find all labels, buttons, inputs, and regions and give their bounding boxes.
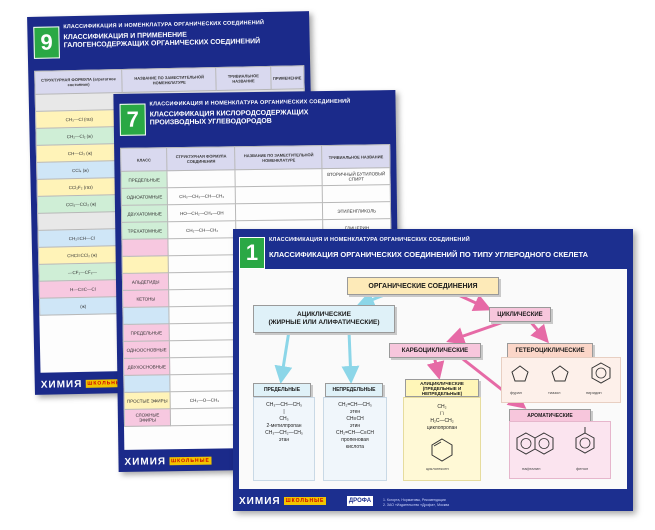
pyridine-ring-icon [591, 362, 611, 384]
heterocyclic-node: ГЕТЕРОЦИКЛИЧЕСКИЕ [507, 343, 593, 358]
root-node: ОРГАНИЧЕСКИЕ СОЕДИНЕНИЯ [347, 277, 499, 295]
poster-series: КЛАССИФИКАЦИЯ И НОМЕНКЛАТУРА ОРГАНИЧЕСКИ… [149, 98, 351, 108]
thiazole-ring-icon [551, 365, 569, 382]
unsaturated-formula: CH₂=CH—CH₃ этен CH≡CH этин CH₂=CH—C≡CH п… [335, 402, 375, 450]
poster-title: КЛАССИФИКАЦИЯ КИСЛОРОДСОДЕРЖАЩИХ ПРОИЗВО… [149, 109, 309, 127]
formula-cell: CH₂—CH—CH₂ [167, 220, 237, 239]
row-label: АЛЬДЕГИДЫ [122, 272, 169, 291]
column-header: ТРИВИАЛЬНОЕ НАЗВАНИЕ [216, 66, 271, 91]
table-cell: H—C≡C—Cl [39, 279, 127, 299]
trivial-cell: ВТОРИЧНЫЙ БУТИЛОВЫЙ СПИРТ [322, 167, 391, 186]
table-cell: CH₃—Cl (газ) [35, 109, 124, 129]
table-cell: —CF₂—CF₂— [38, 262, 127, 282]
furan-ring-icon [511, 365, 529, 382]
pyridine-caption: пиридин [586, 390, 602, 395]
cyclic-node: ЦИКЛИЧЕСКИЕ [489, 307, 551, 322]
poster-number: 1 [239, 237, 265, 269]
alicyclic-panel: CH₂ / \ H₂C—CH₂ циклопропан циклогексен [403, 397, 481, 481]
trivial-cell [322, 184, 391, 203]
formula-cell: CH₃—CH₂—CH—CH₃ [167, 186, 236, 205]
classification-diagram: ОРГАНИЧЕСКИЕ СОЕДИНЕНИЯ АЦИКЛИЧЕСКИЕ (ЖИ… [239, 269, 627, 489]
table-cell: CH₂—Cl₂ (ж) [35, 126, 124, 146]
table-cell: CH—Cl₃ (ж) [36, 143, 124, 163]
poster-series: КЛАССИФИКАЦИЯ И НОМЕНКЛАТУРА ОРГАНИЧЕСКИ… [269, 237, 470, 243]
column-header: СТРУКТУРНАЯ ФОРМУЛА (агрегатное состояни… [34, 69, 123, 95]
column-header: ПРИМЕНЕНИЕ [270, 65, 305, 90]
poster-title: КЛАССИФИКАЦИЯ ОРГАНИЧЕСКИХ СОЕДИНЕНИЙ ПО… [269, 250, 589, 259]
row-label: ПРЕДЕЛЬНЫЕ [120, 170, 168, 189]
saturated-node: ПРЕДЕЛЬНЫЕ [253, 383, 311, 397]
alicyclic-node: АЛИЦИКЛИЧЕСКИЕ (ПРЕДЕЛЬНЫЕ И НЕПРЕДЕЛЬНЫ… [405, 379, 479, 397]
poster-title: КЛАССИФИКАЦИЯ И ПРИМЕНЕНИЕ ГАЛОГЕНСОДЕРЖ… [63, 31, 261, 50]
column-header: ТРИВИАЛЬНОЕ НАЗВАНИЕ [322, 144, 390, 169]
row-label: ДВУХАТОМНЫЕ [121, 204, 168, 223]
aromatic-panel: нафталин фенол [509, 421, 611, 479]
row-label [122, 255, 169, 274]
carbocyclic-node: КАРБОЦИКЛИЧЕСКИЕ [389, 343, 481, 358]
row-label: ДВУХОСНОВНЫЕ [123, 357, 171, 376]
footnote: 1. Когорта, Нормативы, Рекомендации 2. З… [383, 498, 450, 507]
row-label [123, 374, 171, 393]
publisher-logo: ДРОФА [347, 496, 373, 506]
thiazole-caption: тиазол [548, 390, 561, 395]
row-label: ОДНОАТОМНЫЕ [121, 187, 168, 206]
column-header: СТРУКТУРНАЯ ФОРМУЛА СОЕДИНЕНИЯ [166, 146, 236, 171]
table-cell: CHCl=CCl₂ (ж) [38, 245, 126, 265]
row-label: ПРОСТЫЕ ЭФИРЫ [124, 391, 171, 410]
table-cell: (ж) [39, 296, 127, 316]
row-label [122, 306, 170, 325]
alicyclic-caption: циклогексен [426, 466, 449, 471]
trivial-cell: ЭТИЛЕНГЛИКОЛЬ [322, 201, 391, 220]
saturated-panel: CH₃—CH—CH₃ | CH₃ 2-метилпропан CH₃—CH₂—C… [253, 397, 315, 481]
cyclohexene-ring-icon [431, 438, 453, 462]
poster-series: КЛАССИФИКАЦИЯ И НОМЕНКЛАТУРА ОРГАНИЧЕСКИ… [63, 20, 265, 31]
furan-caption: фуран [510, 390, 522, 395]
acyclic-node: АЦИКЛИЧЕСКИЕ (ЖИРНЫЕ ИЛИ АЛИФАТИЧЕСКИЕ) [253, 305, 395, 333]
poster-header: 7 КЛАССИФИКАЦИЯ И НОМЕНКЛАТУРА ОРГАНИЧЕС… [113, 90, 396, 146]
phenol-caption: фенол [576, 466, 589, 471]
poster-header: 1 КЛАССИФИКАЦИЯ И НОМЕНКЛАТУРА ОРГАНИЧЕС… [233, 229, 633, 281]
unsaturated-panel: CH₂=CH—CH₃ этен CH≡CH этин CH₂=CH—C≡CH п… [323, 397, 387, 481]
poster-number: 7 [119, 103, 146, 136]
row-label: СЛОЖНЫЕ ЭФИРЫ [124, 408, 171, 427]
phenol-icon [575, 427, 595, 454]
row-label: ПРЕДЕЛЬНЫЕ [123, 323, 170, 342]
column-header: НАЗВАНИЕ ПО ЗАМЕСТИТЕЛЬНОЙ НОМЕНКЛАТУРЕ [121, 67, 217, 93]
row-label: ТРЕХАТОМНЫЕ [121, 221, 169, 240]
formula-cell [167, 169, 236, 188]
table-cell: CCl₂—CCl₂ (ж) [37, 194, 125, 214]
row-label [121, 238, 169, 257]
table-cell: CCl₄ (ж) [36, 160, 125, 180]
alicyclic-formula: CH₂ / \ H₂C—CH₂ циклопропан [426, 404, 458, 431]
column-header: НАЗВАНИЕ ПО ЗАМЕСТИТЕЛЬНОЙ НОМЕНКЛАТУРЕ [234, 145, 323, 170]
poster-header: 9 КЛАССИФИКАЦИЯ И НОМЕНКЛАТУРА ОРГАНИЧЕС… [27, 11, 310, 69]
poster-number: 9 [33, 26, 60, 59]
table-cell: CH₂=CH—Cl [38, 228, 126, 248]
column-header: КЛАСС [120, 147, 168, 172]
unsaturated-node: НЕПРЕДЕЛЬНЫЕ [325, 383, 383, 397]
row-label: КЕТОНЫ [122, 289, 170, 308]
formula-cell: HO—CH₂—CH₂—OH [167, 203, 237, 222]
heterocyclic-panel: фуран тиазол пиридин [501, 357, 621, 403]
saturated-formula: CH₃—CH—CH₃ | CH₃ 2-метилпропан CH₃—CH₂—C… [265, 402, 303, 443]
naphthalene-icon [516, 432, 554, 455]
poster-1: 1 КЛАССИФИКАЦИЯ И НОМЕНКЛАТУРА ОРГАНИЧЕС… [233, 229, 633, 511]
formula-cell: CH₃—O—CH₃ [170, 390, 239, 409]
table-cell: CCl₂F₂ (газ) [36, 177, 125, 197]
row-label: ОДНООСНОВНЫЕ [123, 340, 170, 359]
naphthalene-caption: нафталин [522, 466, 541, 471]
